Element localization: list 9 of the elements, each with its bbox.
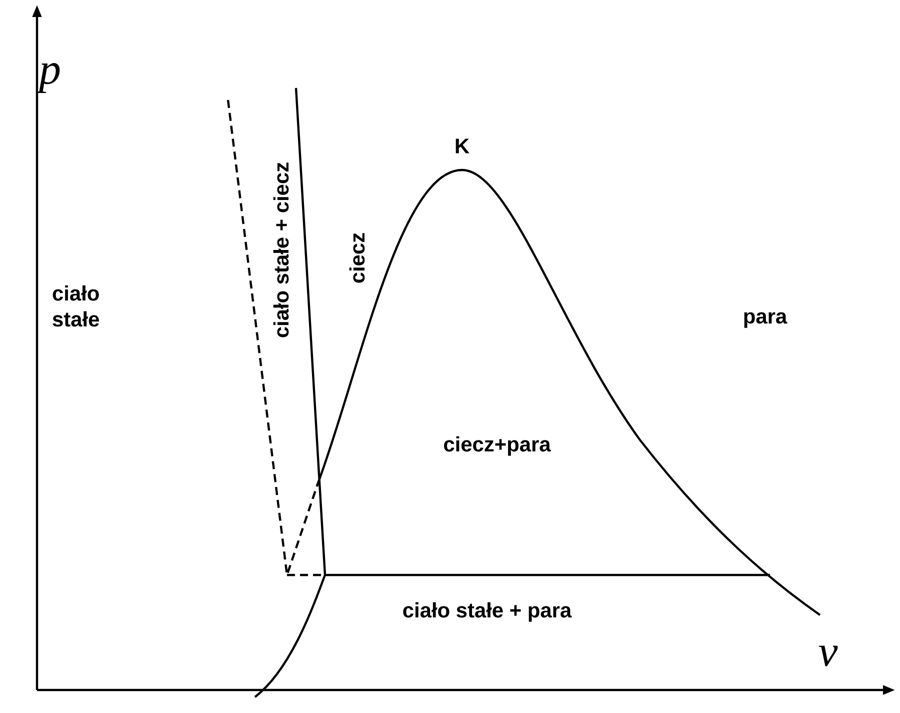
region-label: ciało stałe + ciecz: [273, 162, 289, 338]
axis-label: p: [36, 63, 60, 93]
region-label: ciecz+para: [444, 436, 551, 456]
point-label: K: [456, 138, 470, 154]
region-label: ciało stałe: [52, 285, 99, 327]
region-label: ciało stałe + para: [403, 602, 572, 622]
region-label: ciecz: [349, 233, 365, 283]
axis-label: v: [818, 646, 838, 666]
region-label: para: [744, 312, 788, 328]
